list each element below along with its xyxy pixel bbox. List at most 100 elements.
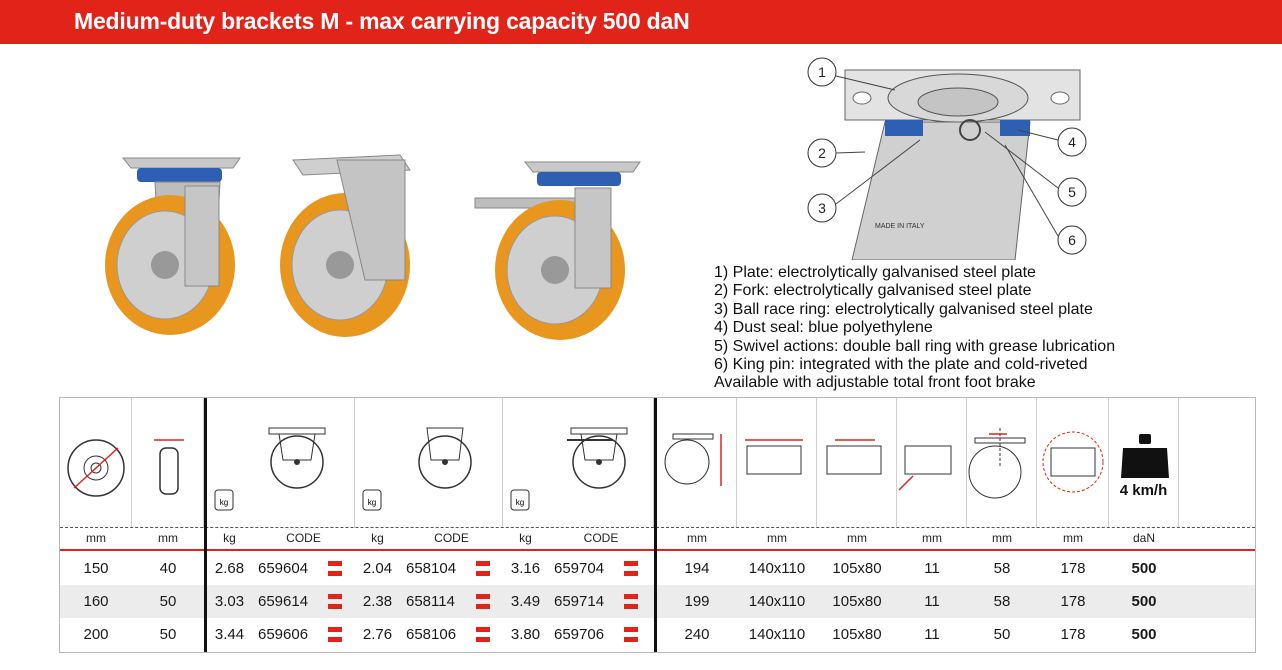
wheel-width-icon bbox=[132, 398, 204, 528]
svg-text:6: 6 bbox=[1068, 232, 1076, 248]
cell-offset: 50 bbox=[993, 626, 1011, 643]
braked-caster-icon: kg bbox=[503, 398, 654, 528]
cell-code-swivel: 659606 bbox=[258, 626, 309, 643]
callout-3 bbox=[807, 193, 837, 223]
icon-header-row: kg kg kg 4 km/h bbox=[60, 398, 1255, 528]
weight-block-icon bbox=[1121, 448, 1169, 478]
cell-offset: 58 bbox=[993, 560, 1011, 577]
callout-6 bbox=[1057, 225, 1087, 255]
header-banner: Medium-duty brackets M - max carrying ca… bbox=[0, 0, 1282, 44]
unit-code-fixed: CODE bbox=[434, 531, 469, 545]
cell-kg-braked: 3.49 bbox=[510, 593, 541, 610]
cell-code-braked: 659704 bbox=[554, 560, 605, 577]
cell-diameter: 200 bbox=[83, 626, 109, 643]
italy-flag-icon bbox=[328, 594, 342, 609]
svg-text:1: 1 bbox=[818, 64, 826, 80]
svg-text:kg: kg bbox=[516, 498, 524, 507]
svg-text:kg: kg bbox=[368, 498, 376, 507]
table-row: 200 50 3.44 659606 2.76 658106 3.80 6597… bbox=[60, 618, 1255, 651]
unit-code-swivel: CODE bbox=[286, 531, 321, 545]
cell-kg-swivel: 2.68 bbox=[214, 560, 245, 577]
column-divider-thick bbox=[654, 398, 657, 652]
italy-flag-icon bbox=[476, 594, 490, 609]
cell-kg-braked: 3.16 bbox=[510, 560, 541, 577]
unit-offset: mm bbox=[992, 531, 1012, 545]
load-speed-icon: 4 km/h bbox=[1109, 398, 1179, 528]
unit-diameter: mm bbox=[86, 531, 106, 545]
cell-swivel: 178 bbox=[1060, 626, 1086, 643]
cell-code-fixed: 658104 bbox=[406, 560, 457, 577]
unit-load: daN bbox=[1132, 531, 1155, 545]
table-row: 160 50 3.03 659614 2.38 658114 3.49 6597… bbox=[60, 585, 1255, 618]
cell-load: 500 bbox=[1131, 593, 1157, 610]
cell-diameter: 150 bbox=[83, 560, 109, 577]
units-divider bbox=[60, 549, 1255, 551]
braked-caster-photo bbox=[474, 161, 641, 340]
exploded-diagram: MADE IN ITALY 1 2 3 4 5 6 bbox=[790, 50, 1130, 261]
cell-height: 194 bbox=[684, 560, 710, 577]
unit-plate: mm bbox=[767, 531, 787, 545]
cell-kg-fixed: 2.76 bbox=[362, 626, 393, 643]
unit-kg-braked: kg bbox=[519, 531, 532, 545]
feature-item: 2) Fork: electrolytically galvanised ste… bbox=[714, 282, 1032, 300]
cell-kg-swivel: 3.44 bbox=[214, 626, 245, 643]
made-in-italy-stamp: MADE IN ITALY bbox=[875, 223, 925, 230]
cell-kg-fixed: 2.04 bbox=[362, 560, 393, 577]
cell-swivel: 178 bbox=[1060, 560, 1086, 577]
cell-kg-swivel: 3.03 bbox=[214, 593, 245, 610]
cell-code-fixed: 658106 bbox=[406, 626, 457, 643]
feature-item: 5) Swivel actions: double ball ring with… bbox=[714, 337, 1116, 355]
cell-kg-braked: 3.80 bbox=[510, 626, 541, 643]
weight-icon bbox=[362, 489, 382, 511]
swivel-radius-icon bbox=[1037, 398, 1109, 528]
cell-height: 240 bbox=[684, 626, 710, 643]
page-title: Medium-duty brackets M - max carrying ca… bbox=[74, 8, 690, 34]
italy-flag-icon bbox=[624, 594, 638, 609]
cell-diameter: 160 bbox=[83, 593, 109, 610]
feature-item: 6) King pin: integrated with the plate a… bbox=[714, 356, 1088, 374]
cell-holes: 105x80 bbox=[832, 593, 882, 610]
unit-swivel: mm bbox=[1063, 531, 1083, 545]
table-row: 150 40 2.68 659604 2.04 658104 3.16 6597… bbox=[60, 552, 1255, 585]
offset-icon bbox=[967, 398, 1037, 528]
cell-code-fixed: 658114 bbox=[406, 593, 455, 610]
feature-item: Available with adjustable total front fo… bbox=[714, 374, 1036, 392]
callout-5 bbox=[1057, 177, 1087, 207]
cell-load: 500 bbox=[1131, 560, 1157, 577]
svg-text:5: 5 bbox=[1068, 184, 1076, 200]
cell-code-braked: 659714 bbox=[554, 593, 605, 610]
fixed-caster-icon: kg bbox=[355, 398, 503, 528]
cell-swivel: 178 bbox=[1060, 593, 1086, 610]
swivel-caster-photo bbox=[105, 157, 241, 335]
cell-load: 500 bbox=[1131, 626, 1157, 643]
hole-spacing-icon bbox=[817, 398, 897, 528]
cell-width: 50 bbox=[159, 593, 177, 610]
unit-height: mm bbox=[687, 531, 707, 545]
svg-text:3: 3 bbox=[818, 200, 826, 216]
cell-code-swivel: 659614 bbox=[258, 593, 309, 610]
cell-plate: 140x110 bbox=[748, 593, 806, 610]
svg-text:2: 2 bbox=[818, 145, 826, 161]
cell-bolt: 11 bbox=[924, 560, 940, 577]
column-divider-thick bbox=[204, 398, 207, 652]
total-height-icon bbox=[657, 398, 737, 528]
unit-bolt: mm bbox=[922, 531, 942, 545]
bolt-hole-icon bbox=[897, 398, 967, 528]
italy-flag-icon bbox=[476, 561, 490, 576]
feature-item: 1) Plate: electrolytically galvanised st… bbox=[714, 264, 1036, 281]
cell-code-braked: 659706 bbox=[554, 626, 605, 643]
unit-kg-fixed: kg bbox=[371, 531, 384, 545]
product-photos bbox=[55, 140, 655, 350]
weight-icon bbox=[214, 489, 234, 511]
cell-width: 50 bbox=[159, 626, 177, 643]
unit-holes: mm bbox=[847, 531, 867, 545]
cell-offset: 58 bbox=[993, 593, 1011, 610]
cell-kg-fixed: 2.38 bbox=[362, 593, 393, 610]
italy-flag-icon bbox=[624, 627, 638, 642]
callout-4 bbox=[1057, 127, 1087, 157]
cell-bolt: 11 bbox=[924, 593, 940, 610]
weight-icon bbox=[510, 489, 530, 511]
svg-text:kg: kg bbox=[220, 498, 228, 507]
cell-code-swivel: 659604 bbox=[258, 560, 309, 577]
plate-size-icon bbox=[737, 398, 817, 528]
